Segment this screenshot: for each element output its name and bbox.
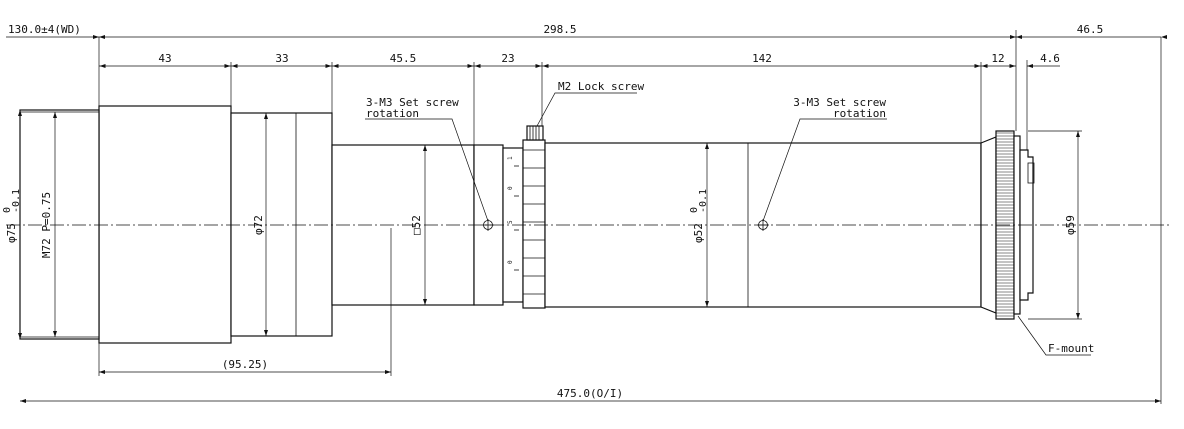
setscrew-right-callout: 3-M3 Set screw [793, 96, 886, 109]
dia-52-tol-bottom: -0.1 [698, 189, 709, 213]
scale-mark: 0 [507, 186, 514, 190]
dimension-labels: 130.0±4(WD) 298.5 46.5 43 33 45.5 23 142… [2, 23, 1103, 400]
wd-label: 130.0±4(WD) [8, 23, 81, 36]
dimension-arrow [99, 35, 105, 39]
lock-screw-callout: M2 Lock screw [558, 80, 644, 93]
dimension-arrow [231, 64, 238, 68]
thread-label: M72 P=0.75 [40, 192, 53, 258]
f-mount-callout: F-mount [1048, 342, 1094, 355]
dimension-arrow [423, 145, 427, 151]
dimension-arrows [18, 35, 1167, 403]
flange-label: 46.5 [1077, 23, 1104, 36]
dimension-arrow [705, 301, 709, 307]
dimension-arrow [325, 64, 332, 68]
dimension-arrow [974, 64, 981, 68]
dimension-arrow [99, 64, 106, 68]
seg3-label: 45.5 [390, 52, 417, 65]
dia-59-label: φ59 [1064, 215, 1077, 235]
dimension-arrow [1009, 64, 1016, 68]
dimension-arrow [53, 112, 57, 118]
lock-screw-head [526, 125, 544, 141]
dimension-arrow [53, 331, 57, 337]
front-barrel [98, 105, 232, 344]
leader-lines [365, 92, 1091, 356]
dimension-arrow [1155, 399, 1161, 403]
dimension-lines [6, 36, 1161, 402]
setscrew-left-callout: 3-M3 Set screw [366, 96, 459, 109]
section-72 [230, 112, 333, 337]
dimension-arrow [20, 399, 26, 403]
dimension-arrow [264, 330, 268, 336]
dimension-arrow [1076, 131, 1080, 137]
focus-scale: 1 0 5 0 [507, 156, 519, 271]
dimension-arrow [535, 64, 542, 68]
scale-mark: 1 [507, 156, 514, 160]
dia-75-label: φ75 [5, 223, 18, 243]
dimension-arrow [18, 333, 22, 339]
dimension-arrow [981, 64, 988, 68]
dia-75-tol-top: 0 [2, 207, 13, 213]
focus-ring-grooves [523, 149, 545, 295]
scale-mark: 0 [507, 260, 514, 264]
setscrew-left-callout-2: rotation [366, 107, 419, 120]
dimension-arrow [542, 64, 549, 68]
seg2-label: 33 [275, 52, 288, 65]
seg6-label: 12 [991, 52, 1004, 65]
dimension-arrow [1161, 35, 1167, 39]
dimension-arrow [705, 143, 709, 149]
dimension-arrow [1076, 313, 1080, 319]
callout-labels: 3-M3 Set screw rotation M2 Lock screw 3-… [366, 80, 1094, 355]
dimension-arrow [93, 35, 99, 39]
dia-72-label: φ72 [252, 215, 265, 235]
ref-95-label: (95.25) [222, 358, 268, 371]
dimension-arrow [264, 113, 268, 119]
front-thread-ring [19, 109, 100, 340]
setscrew-right-callout-2: rotation [833, 107, 886, 120]
seg7-label: 4.6 [1040, 52, 1060, 65]
dimension-arrow [467, 64, 474, 68]
dimension-arrow [99, 370, 105, 374]
overall-length-label: 475.0(O/I) [557, 387, 623, 400]
dimension-arrow [18, 110, 22, 116]
extension-lines [98, 30, 1162, 404]
square-52-label: □52 [410, 215, 423, 235]
seg5-label: 142 [752, 52, 772, 65]
dimension-arrow [1010, 35, 1016, 39]
scale-mark: 5 [507, 220, 514, 224]
lens-body [19, 105, 1035, 344]
focus-ring [522, 139, 546, 309]
dimension-arrow [1027, 64, 1033, 68]
dimension-arrow [224, 64, 231, 68]
dia-52-tol-top: 0 [689, 207, 700, 213]
lens-length-label: 298.5 [543, 23, 576, 36]
dimension-arrow [332, 64, 339, 68]
seg1-label: 43 [158, 52, 171, 65]
mount-knurling [996, 132, 1014, 317]
dimension-arrow [385, 370, 391, 374]
dimension-arrow [423, 299, 427, 305]
dimension-arrow [1016, 35, 1022, 39]
dimension-arrow [474, 64, 481, 68]
seg4-label: 23 [501, 52, 514, 65]
dia-52-label: φ52 [692, 223, 705, 243]
dia-75-tol-bottom: -0.1 [11, 189, 22, 213]
